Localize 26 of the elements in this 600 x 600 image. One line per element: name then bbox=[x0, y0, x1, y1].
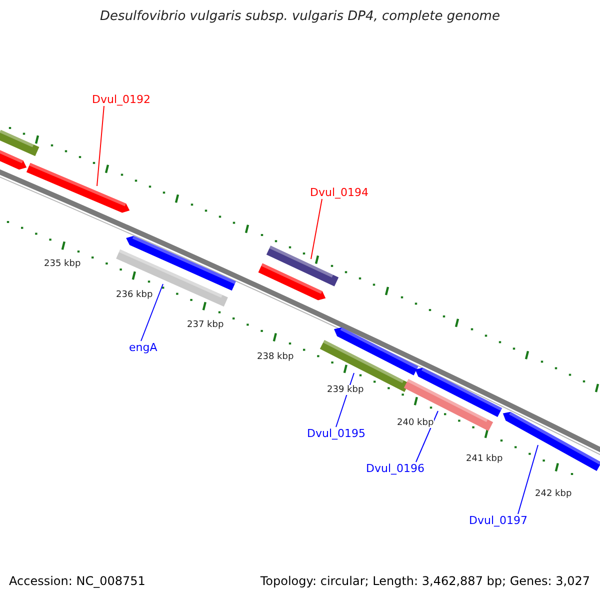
leader-line bbox=[310, 198, 322, 260]
accession-text: Accession: NC_008751 bbox=[9, 574, 146, 588]
gene-bar bbox=[116, 248, 228, 308]
gene-bar bbox=[318, 339, 410, 393]
tick-label: 237 kbp bbox=[187, 320, 224, 330]
tick-label: 242 kbp bbox=[535, 489, 572, 499]
gene-bar bbox=[265, 244, 339, 288]
gene-label: Dvul_0194 bbox=[310, 186, 369, 199]
gene-label: Dvul_0197 bbox=[469, 514, 528, 527]
tick-label: 241 kbp bbox=[466, 454, 503, 464]
leader-line bbox=[140, 284, 164, 342]
genome-info-text: Topology: circular; Length: 3,462,887 bp; Genes: 3,027 bbox=[260, 574, 590, 588]
gene-label: Dvul_0192 bbox=[92, 93, 151, 106]
gene-label: engA bbox=[129, 341, 158, 354]
gene-label: Dvul_0195 bbox=[307, 427, 366, 440]
leader-line bbox=[518, 444, 538, 514]
leader-line bbox=[416, 410, 438, 462]
tick-label: 239 kbp bbox=[327, 385, 364, 395]
gene-bar bbox=[0, 128, 40, 158]
leader-line bbox=[96, 106, 104, 186]
tick-label: 236 kbp bbox=[116, 290, 153, 300]
tick-label: 238 kbp bbox=[257, 352, 294, 362]
gene-label: Dvul_0196 bbox=[366, 462, 425, 475]
tick-label: 240 kbp bbox=[397, 418, 434, 428]
map-title: Desulfovibrio vulgaris subsp. vulgaris DP4, complete genome bbox=[99, 9, 501, 24]
tick-label: 235 kbp bbox=[44, 259, 81, 269]
